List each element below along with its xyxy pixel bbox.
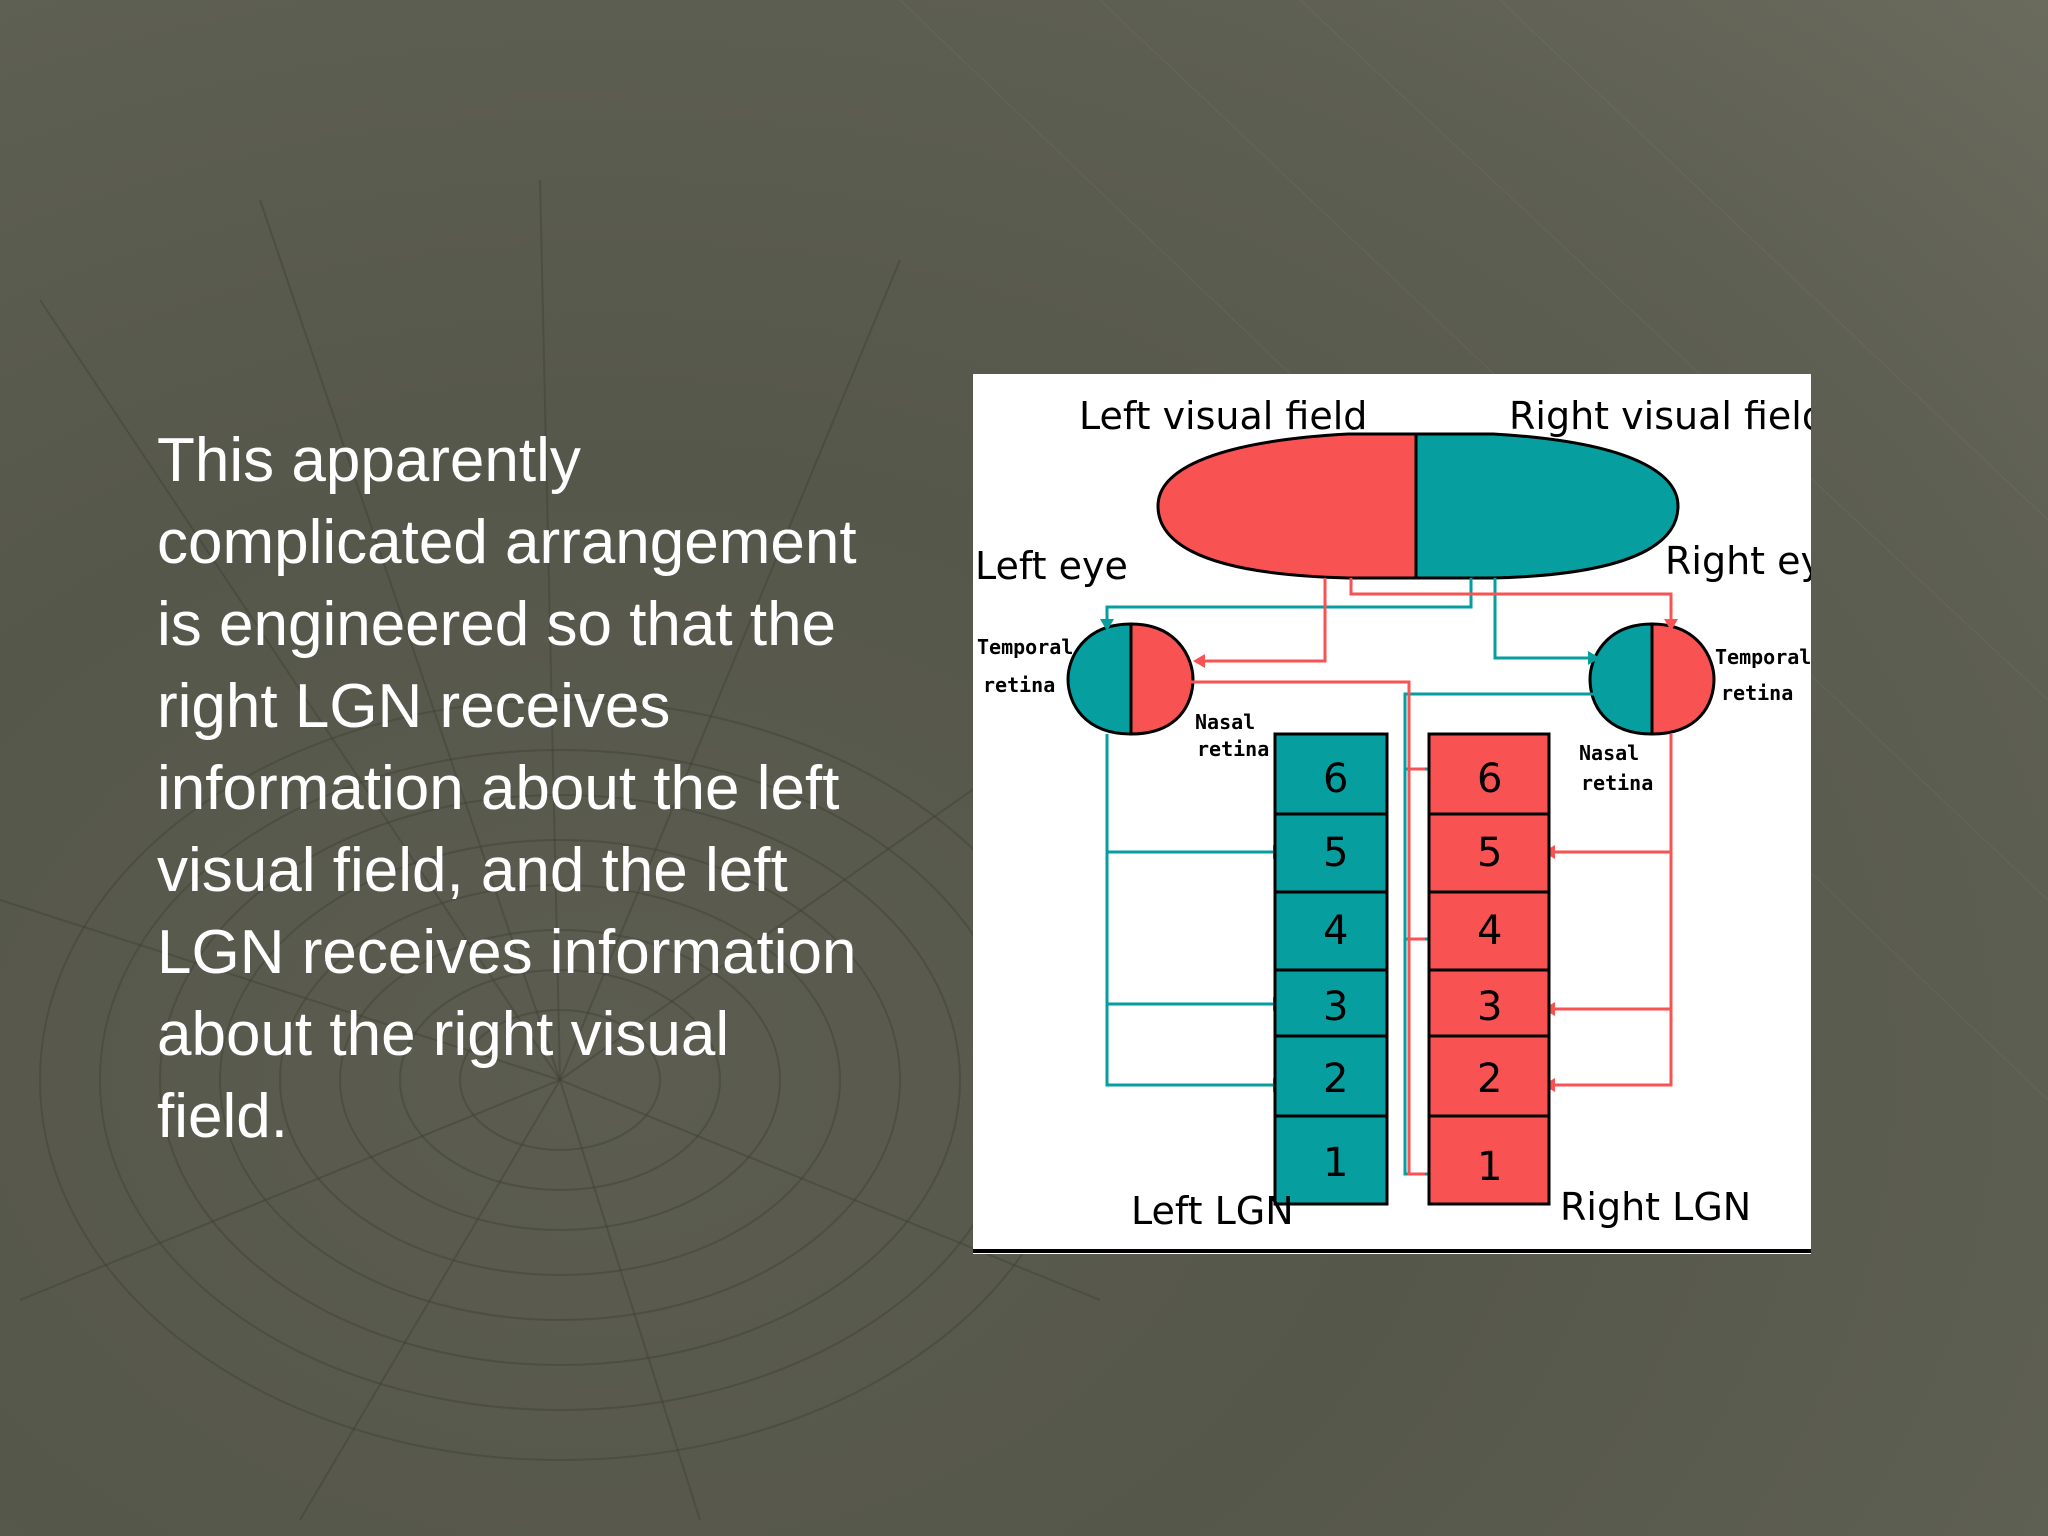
text-line: about the right visual	[157, 1000, 730, 1069]
right-lgn-layer-number: 6	[1477, 756, 1502, 802]
left-lgn-layer-number: 6	[1323, 756, 1348, 802]
text-line: This apparently	[157, 426, 581, 495]
text-line: complicated arrangement	[157, 508, 857, 577]
left-lgn-layer-number: 5	[1323, 830, 1348, 876]
slide-body-text: This apparently complicated arrangement …	[157, 420, 957, 1158]
text-line: is engineered so that the	[157, 590, 837, 659]
left-eye-label: Left eye	[975, 544, 1128, 588]
left-visual-field-label: Left visual field	[1079, 394, 1367, 438]
visual-pathway-figure: Left visual field Right visual field Lef…	[973, 374, 1811, 1254]
left-lgn	[1273, 732, 1389, 1206]
right-nasal-retina-label-2: retina	[1581, 771, 1653, 795]
visual-pathway-diagram: Left visual field Right visual field Lef…	[973, 394, 1811, 1253]
left-lgn-label: Left LGN	[1131, 1189, 1294, 1233]
visual-field-ellipse	[1156, 432, 1680, 580]
right-lgn-layer-number: 5	[1477, 830, 1502, 876]
right-lgn	[1427, 732, 1551, 1206]
left-temporal-retina-label-2: retina	[983, 673, 1055, 697]
text-line: LGN receives information	[157, 918, 857, 987]
right-lgn-layer-number: 4	[1477, 908, 1502, 954]
text-line: field.	[157, 1082, 288, 1151]
left-temporal-retina-label: Temporal	[977, 635, 1073, 659]
left-lgn-layer-number: 4	[1323, 908, 1348, 954]
right-eye-label: Right eye	[1665, 539, 1811, 583]
left-lgn-layer-number: 1	[1323, 1140, 1348, 1186]
right-temporal-retina-label: Temporal	[1715, 645, 1811, 669]
text-line: visual field, and the left	[157, 836, 788, 905]
right-lgn-label: Right LGN	[1560, 1185, 1751, 1229]
left-nasal-retina-label-2: retina	[1197, 737, 1269, 761]
text-line: information about the left	[157, 754, 840, 823]
right-nasal-retina-label: Nasal	[1579, 741, 1639, 765]
text-line: right LGN receives	[157, 672, 671, 741]
left-lgn-layer-number: 3	[1323, 984, 1348, 1030]
right-lgn-layer-number: 1	[1477, 1144, 1502, 1190]
right-temporal-retina-label-2: retina	[1721, 681, 1793, 705]
right-lgn-layer-number: 3	[1477, 984, 1502, 1030]
left-lgn-layer-number: 2	[1323, 1056, 1348, 1102]
right-lgn-layer-number: 2	[1477, 1056, 1502, 1102]
right-visual-field-label: Right visual field	[1509, 394, 1811, 438]
left-eye	[1066, 622, 1195, 736]
red-pathways	[1188, 578, 1673, 1176]
right-eye	[1588, 622, 1716, 736]
left-nasal-retina-label: Nasal	[1195, 710, 1255, 734]
